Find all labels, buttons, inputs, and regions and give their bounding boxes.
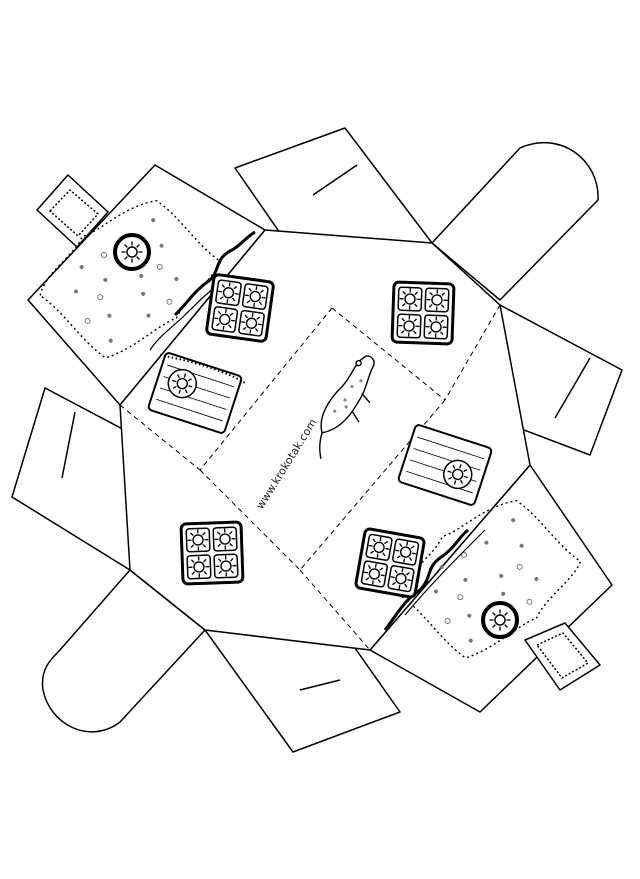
glue-tab-top-left	[36, 174, 109, 248]
roof-edge-bottom	[383, 528, 469, 631]
window-bottom-right	[355, 528, 425, 598]
window-bottom-left	[181, 522, 243, 584]
crocodile-mascot-icon	[319, 355, 375, 459]
door-bottom-right	[397, 424, 493, 506]
round-window-bottom-right	[481, 601, 519, 639]
roof-edge-top	[173, 230, 256, 317]
roof-tab-top-right	[431, 142, 599, 301]
window-top-right	[392, 282, 454, 344]
glue-tab-bottom-right	[524, 622, 601, 691]
roof-tab-bottom-left	[41, 569, 206, 733]
window-top-left	[206, 274, 274, 342]
round-window-top-left	[113, 233, 151, 271]
door-top-left	[147, 352, 243, 434]
